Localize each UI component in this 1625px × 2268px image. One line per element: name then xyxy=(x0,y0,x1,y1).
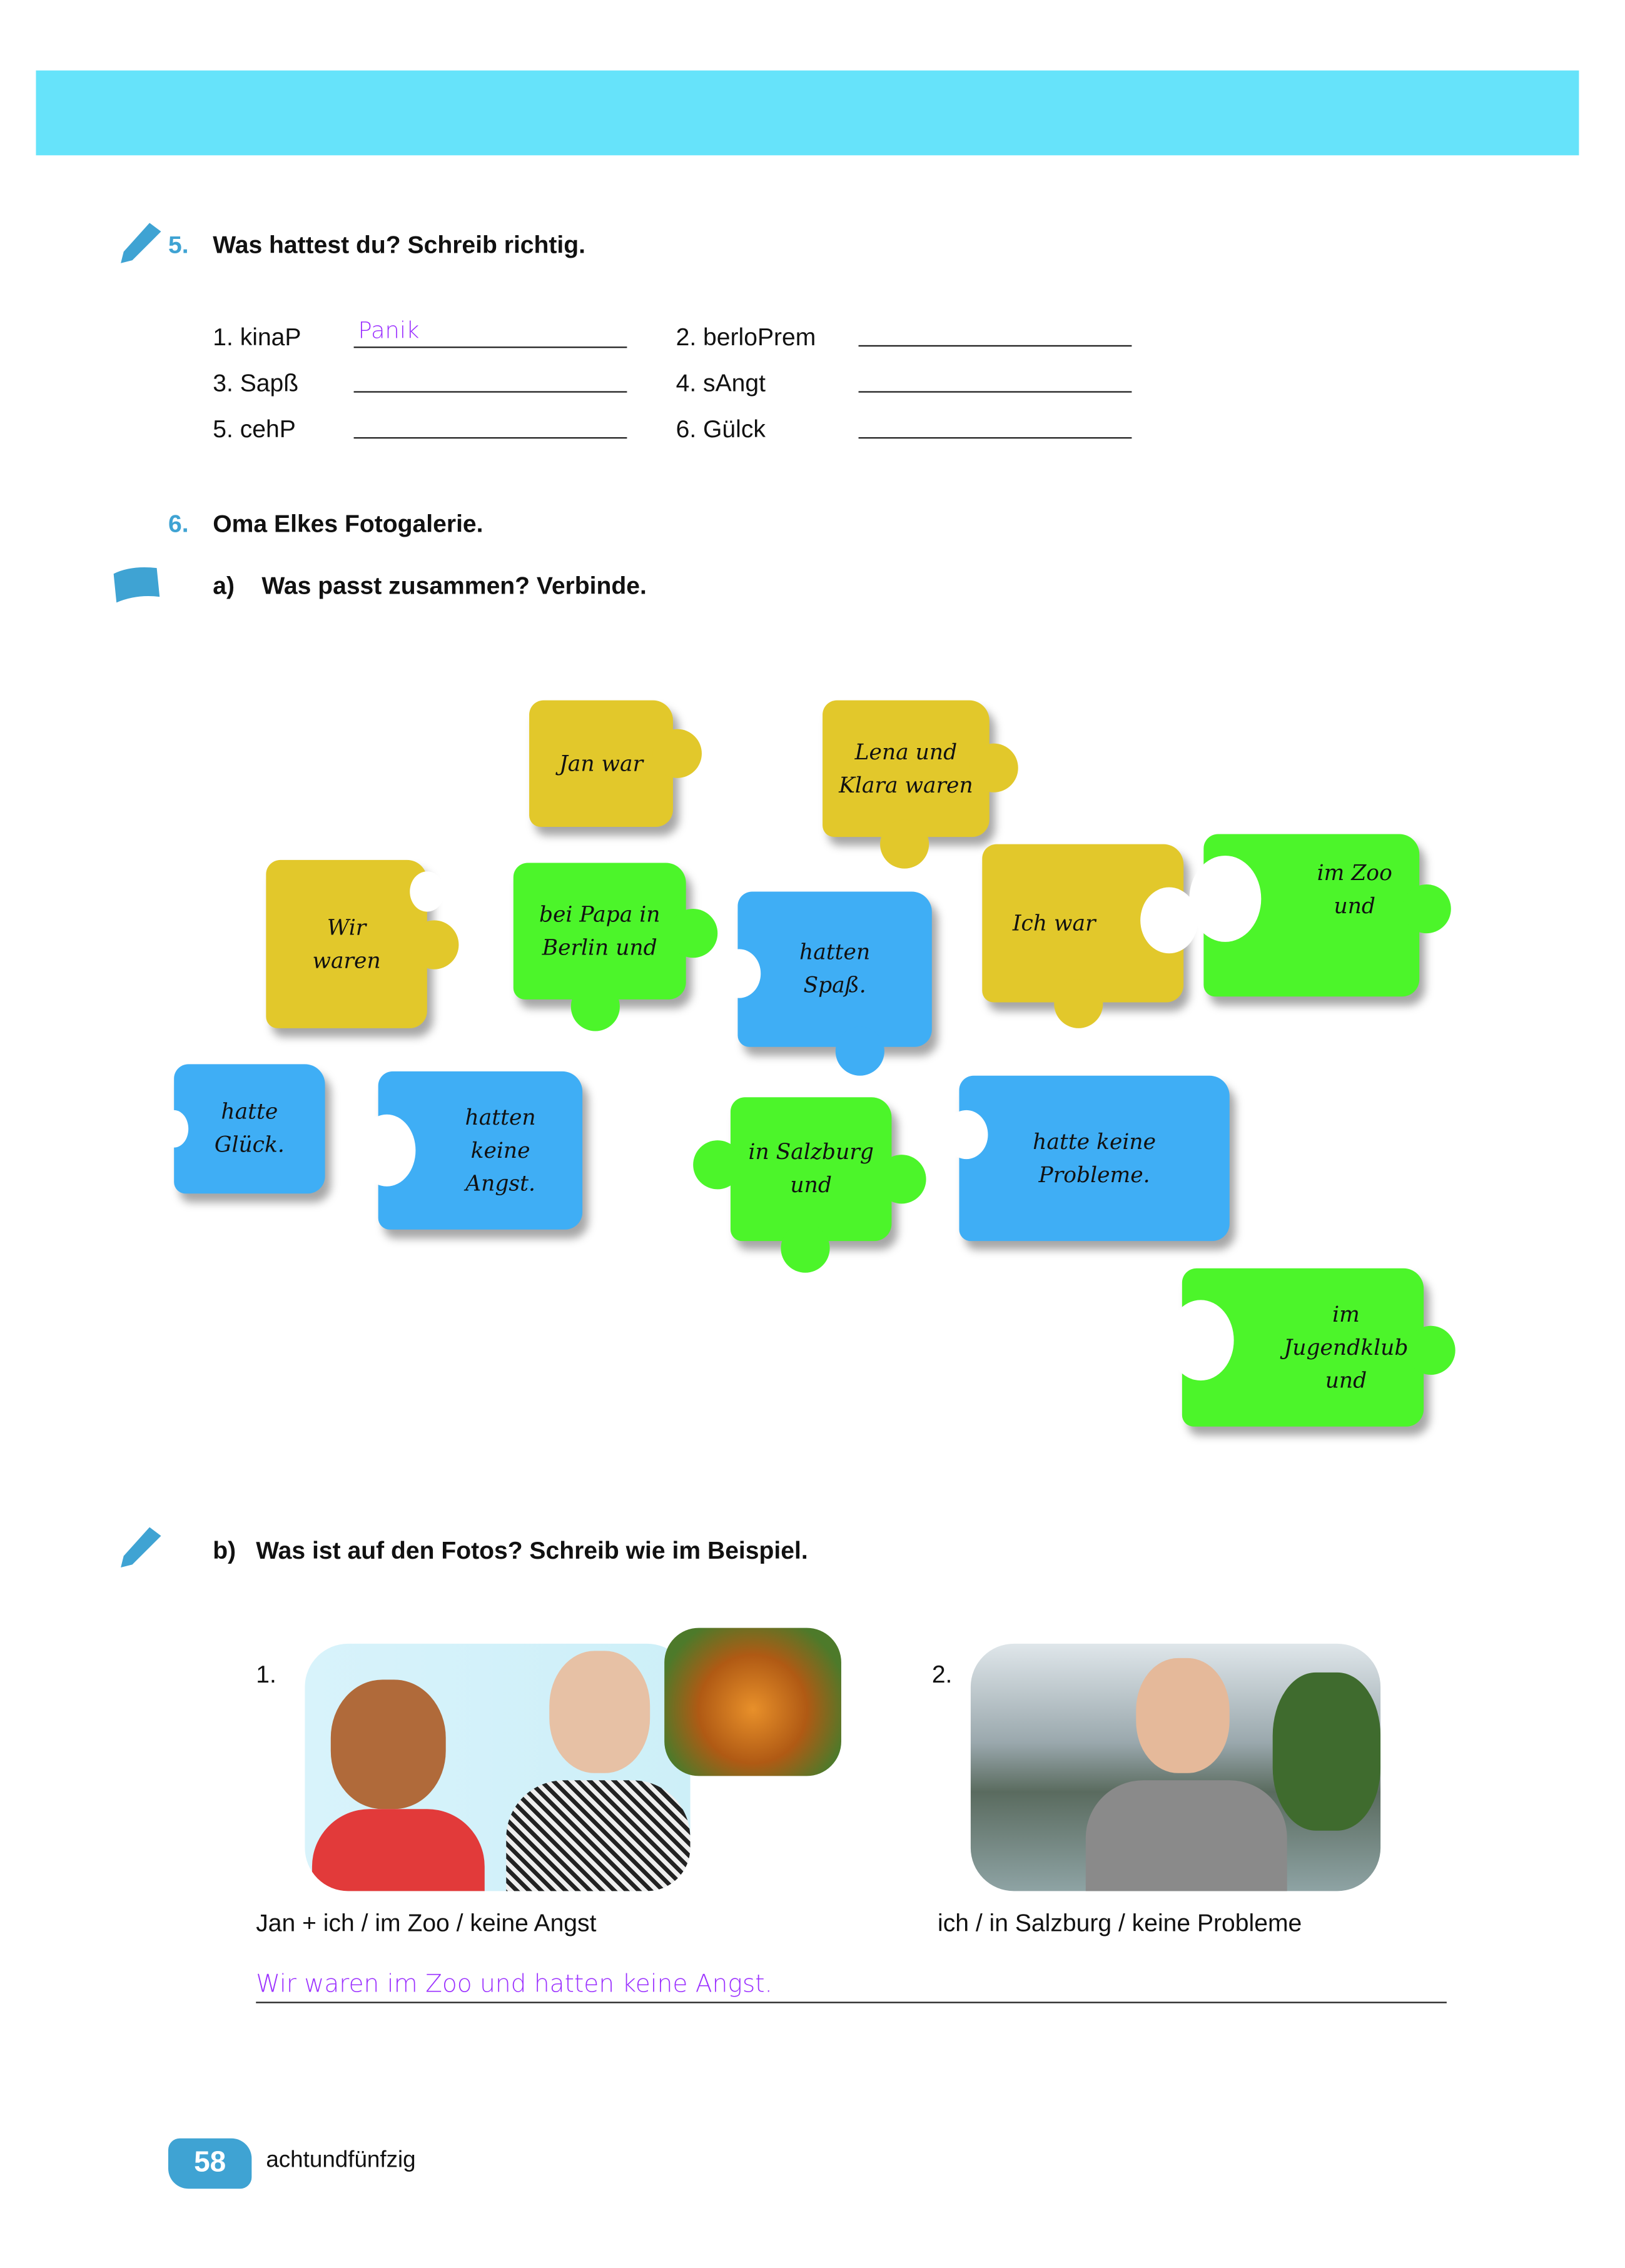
puzzle-piece[interactable]: hatte Glück. xyxy=(159,1064,325,1194)
trees xyxy=(1272,1672,1381,1831)
answer-line[interactable] xyxy=(353,347,627,348)
tiger-speech-bubble xyxy=(664,1628,841,1776)
photo-caption: ich / in Salzburg / keine Probleme xyxy=(938,1910,1302,1937)
puzzle-piece[interactable]: im Jugendklub und xyxy=(1167,1268,1455,1427)
subtask-letter: b) xyxy=(213,1537,236,1565)
scrambled-word: 5. cehP xyxy=(213,415,296,443)
piece-text: im Jugendklub und xyxy=(1283,1300,1409,1393)
photo-jan-and-grandma xyxy=(305,1643,691,1891)
puzzle-piece[interactable]: im Zoo und xyxy=(1189,834,1451,997)
scrambled-word: 6. Gülck xyxy=(676,415,766,443)
grandma-shirt xyxy=(1085,1780,1287,1891)
page-number-word: achtundfünfzig xyxy=(266,2148,416,2173)
photo-number: 2. xyxy=(931,1661,953,1689)
scrambled-word: 2. berloPrem xyxy=(676,323,816,351)
answer-line[interactable] xyxy=(858,345,1132,347)
puzzle-piece[interactable]: bei Papa in Berlin und xyxy=(513,863,718,1031)
puzzle-piece[interactable]: hatten keine Angst. xyxy=(358,1071,583,1230)
exercise-number: 5. xyxy=(168,231,189,259)
answer-text: Panik xyxy=(358,316,420,344)
piece-text: bei Papa in Berlin und xyxy=(539,901,661,960)
piece-text: hatte Glück. xyxy=(214,1098,285,1158)
scrambled-word: 1. kinaP xyxy=(213,323,301,351)
subtask-title: Was passt zusammen? Verbinde. xyxy=(261,572,647,600)
exercise-title: Was hattest du? Schreib richtig. xyxy=(213,231,586,259)
exercise-number: 6. xyxy=(168,510,189,538)
puzzle-piece[interactable]: hatte keine Probleme. xyxy=(944,1075,1230,1242)
answer-line[interactable] xyxy=(353,391,627,393)
piece-text: im Zoo und xyxy=(1317,859,1392,918)
scrambled-word: 3. Sapß xyxy=(213,369,299,397)
piece-text: hatte keine Probleme. xyxy=(1033,1128,1157,1187)
puzzle-piece[interactable]: Jan war xyxy=(529,700,702,827)
puzzle-piece[interactable]: Ich war xyxy=(982,844,1198,1028)
exercise-title: Oma Elkes Fotogalerie. xyxy=(213,510,483,538)
answer-line[interactable] xyxy=(256,2002,1447,2003)
piece-text: Ich war xyxy=(1012,909,1096,936)
boy-shirt xyxy=(311,1809,485,1891)
page-number-badge: 58 xyxy=(168,2138,252,2189)
puzzle-piece[interactable]: Wir waren xyxy=(266,859,459,1028)
subtask-title: Was ist auf den Fotos? Schreib wie im Be… xyxy=(256,1537,808,1565)
photo-grandma-salzburg xyxy=(970,1643,1381,1891)
grandma-head xyxy=(549,1651,651,1773)
answer-line[interactable] xyxy=(353,437,627,439)
puzzle-piece[interactable]: Lena und Klara waren xyxy=(823,700,1018,869)
pencil-icon xyxy=(121,223,161,263)
piece-text: hatten keine Angst. xyxy=(465,1103,536,1196)
pencil-icon xyxy=(121,1527,161,1568)
book-icon xyxy=(113,567,160,603)
scrambled-word: 4. sAngt xyxy=(676,369,766,397)
piece-text: Wir waren xyxy=(312,914,381,973)
photo-number: 1. xyxy=(256,1661,276,1689)
answer-line[interactable] xyxy=(858,391,1132,393)
example-answer: Wir waren im Zoo und hatten keine Angst. xyxy=(256,1970,773,1999)
boy-head xyxy=(330,1679,446,1810)
grandma-head xyxy=(1136,1658,1230,1773)
answer-line[interactable] xyxy=(858,437,1132,439)
piece-text: Jan war xyxy=(559,749,644,776)
header-band xyxy=(36,70,1579,156)
piece-text: hatten Spaß. xyxy=(799,939,871,998)
subtask-letter: a) xyxy=(213,572,235,600)
grandma-shirt xyxy=(506,1780,691,1891)
piece-text: in Salzburg und xyxy=(748,1138,874,1198)
puzzle-piece[interactable]: hatten Spaß. xyxy=(717,891,932,1076)
piece-text: Lena und Klara waren xyxy=(839,738,973,797)
puzzle-piece[interactable]: in Salzburg und xyxy=(693,1097,926,1273)
photo-caption: Jan + ich / im Zoo / keine Angst xyxy=(256,1910,597,1937)
